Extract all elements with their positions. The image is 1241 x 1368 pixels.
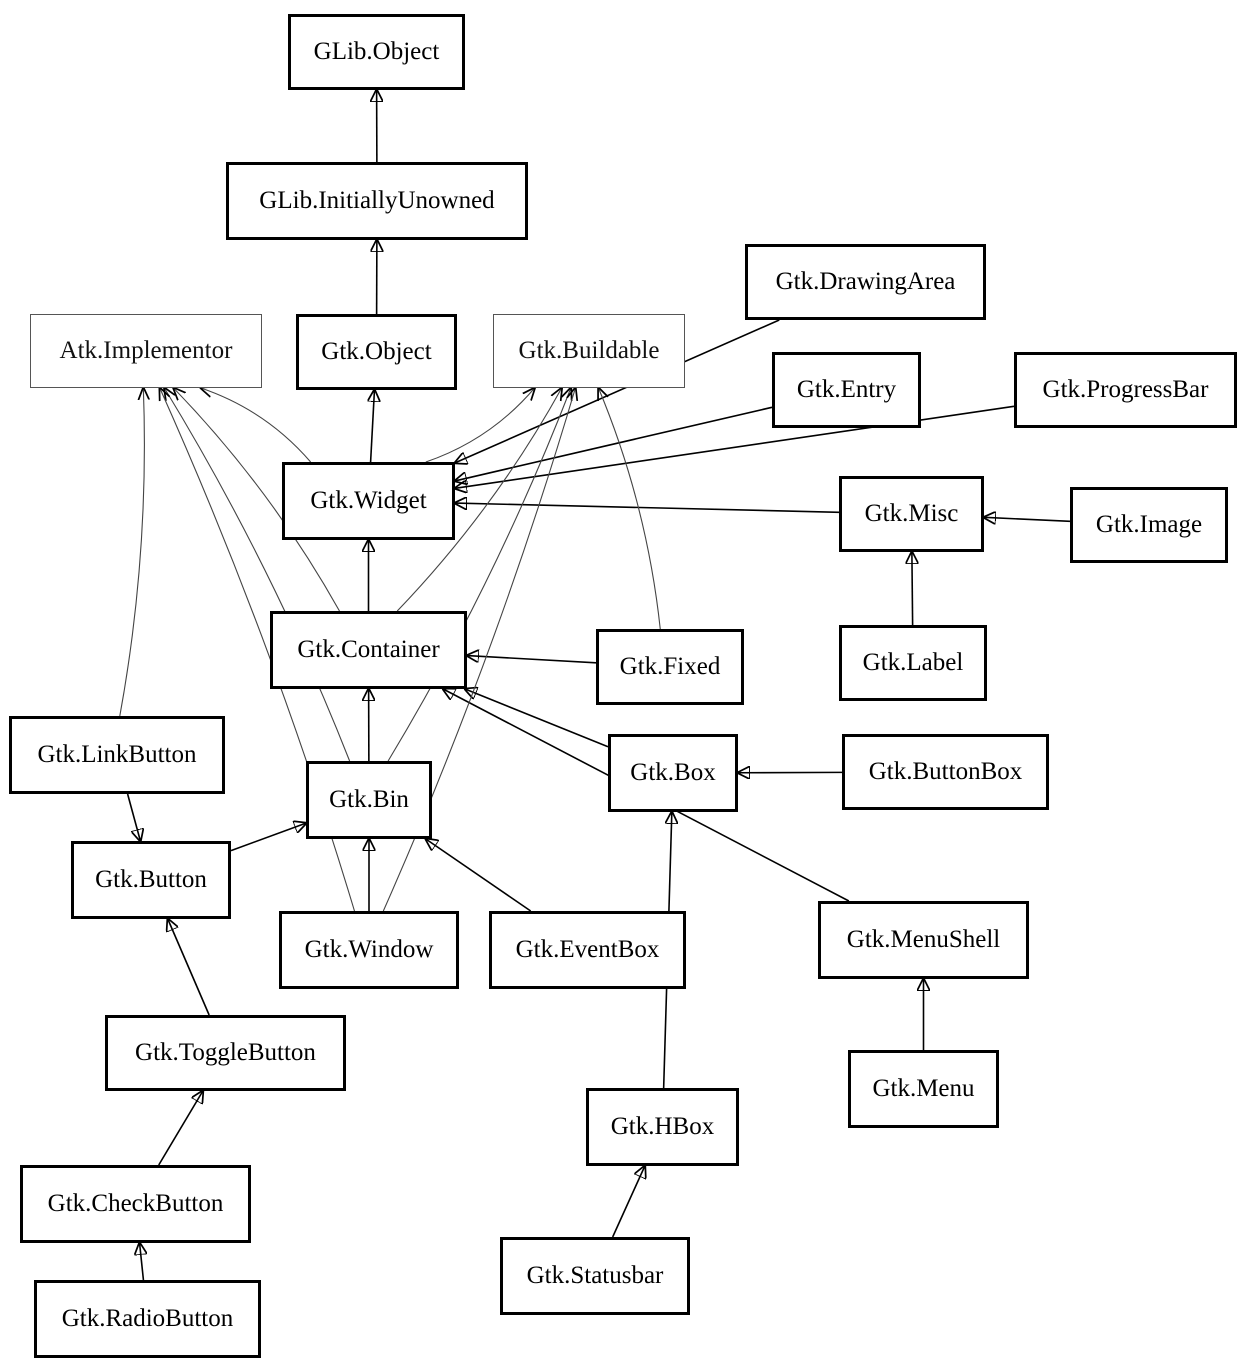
edge-gtk-drawing-area-to-gtk-widget xyxy=(455,319,780,463)
node-glib-object[interactable]: GLib.Object xyxy=(288,14,465,90)
node-atk-implementor[interactable]: Atk.Implementor xyxy=(30,314,262,388)
edge-gtk-widget-to-gtk-object xyxy=(371,390,375,463)
node-gtk-buildable[interactable]: Gtk.Buildable xyxy=(493,314,685,388)
node-gtk-toggle-button[interactable]: Gtk.ToggleButton xyxy=(105,1015,346,1091)
node-gtk-container[interactable]: Gtk.Container xyxy=(270,611,467,689)
edge-gtk-link-button-to-gtk-button xyxy=(126,793,141,841)
edge-gtk-toggle-button-to-gtk-button xyxy=(168,919,210,1016)
node-gtk-image[interactable]: Gtk.Image xyxy=(1070,487,1228,563)
edge-gtk-button-to-gtk-bin xyxy=(230,823,306,852)
edge-gtk-bin-to-atk-implementor xyxy=(164,388,351,762)
edge-gtk-statusbar-to-gtk-hbox xyxy=(611,1166,645,1238)
node-gtk-entry[interactable]: Gtk.Entry xyxy=(772,352,921,428)
node-gtk-window[interactable]: Gtk.Window xyxy=(279,911,459,989)
node-gtk-hbox[interactable]: Gtk.HBox xyxy=(586,1088,739,1166)
edge-gtk-window-to-gtk-buildable xyxy=(382,388,575,912)
node-gtk-statusbar[interactable]: Gtk.Statusbar xyxy=(500,1237,690,1315)
edge-gtk-check-button-to-gtk-toggle-button xyxy=(158,1091,203,1166)
edge-gtk-entry-to-gtk-widget xyxy=(455,406,773,481)
node-gtk-bin[interactable]: Gtk.Bin xyxy=(306,761,432,839)
node-gtk-event-box[interactable]: Gtk.EventBox xyxy=(489,911,686,989)
node-gtk-check-button[interactable]: Gtk.CheckButton xyxy=(20,1165,251,1243)
node-gtk-fixed[interactable]: Gtk.Fixed xyxy=(596,629,744,705)
node-gtk-misc[interactable]: Gtk.Misc xyxy=(839,476,984,552)
node-gtk-button-box[interactable]: Gtk.ButtonBox xyxy=(842,734,1049,810)
node-gtk-menu-shell[interactable]: Gtk.MenuShell xyxy=(818,901,1029,979)
edge-gtk-widget-to-gtk-buildable xyxy=(425,388,535,463)
node-gtk-label[interactable]: Gtk.Label xyxy=(839,625,987,701)
node-gtk-radio-button[interactable]: Gtk.RadioButton xyxy=(34,1280,261,1358)
node-gtk-object[interactable]: Gtk.Object xyxy=(296,314,457,390)
edge-gtk-radio-button-to-gtk-check-button xyxy=(140,1243,144,1281)
node-gtk-button[interactable]: Gtk.Button xyxy=(71,841,231,919)
edge-gtk-image-to-gtk-misc xyxy=(984,517,1071,521)
edge-gtk-link-button-to-atk-implementor xyxy=(119,388,145,717)
edge-gtk-bin-to-gtk-buildable xyxy=(387,388,571,762)
edge-gtk-fixed-to-gtk-container xyxy=(467,656,597,664)
edge-gtk-box-to-gtk-container xyxy=(465,689,609,748)
edge-gtk-misc-to-gtk-widget xyxy=(455,503,840,514)
node-glib-initially-unowned[interactable]: GLib.InitiallyUnowned xyxy=(226,162,528,240)
node-gtk-progress-bar[interactable]: Gtk.ProgressBar xyxy=(1014,352,1237,428)
node-gtk-box[interactable]: Gtk.Box xyxy=(608,734,738,812)
node-gtk-link-button[interactable]: Gtk.LinkButton xyxy=(9,716,225,794)
edge-gtk-event-box-to-gtk-bin xyxy=(426,839,532,912)
node-gtk-widget[interactable]: Gtk.Widget xyxy=(282,462,455,540)
edge-gtk-label-to-gtk-misc xyxy=(912,552,913,626)
edge-gtk-widget-to-atk-implementor xyxy=(201,388,312,463)
edge-gtk-container-to-gtk-buildable xyxy=(396,388,561,612)
node-gtk-menu[interactable]: Gtk.Menu xyxy=(848,1050,999,1128)
edge-gtk-fixed-to-gtk-buildable xyxy=(598,388,661,630)
node-gtk-drawing-area[interactable]: Gtk.DrawingArea xyxy=(745,244,986,320)
edge-gtk-container-to-atk-implementor xyxy=(174,388,340,612)
